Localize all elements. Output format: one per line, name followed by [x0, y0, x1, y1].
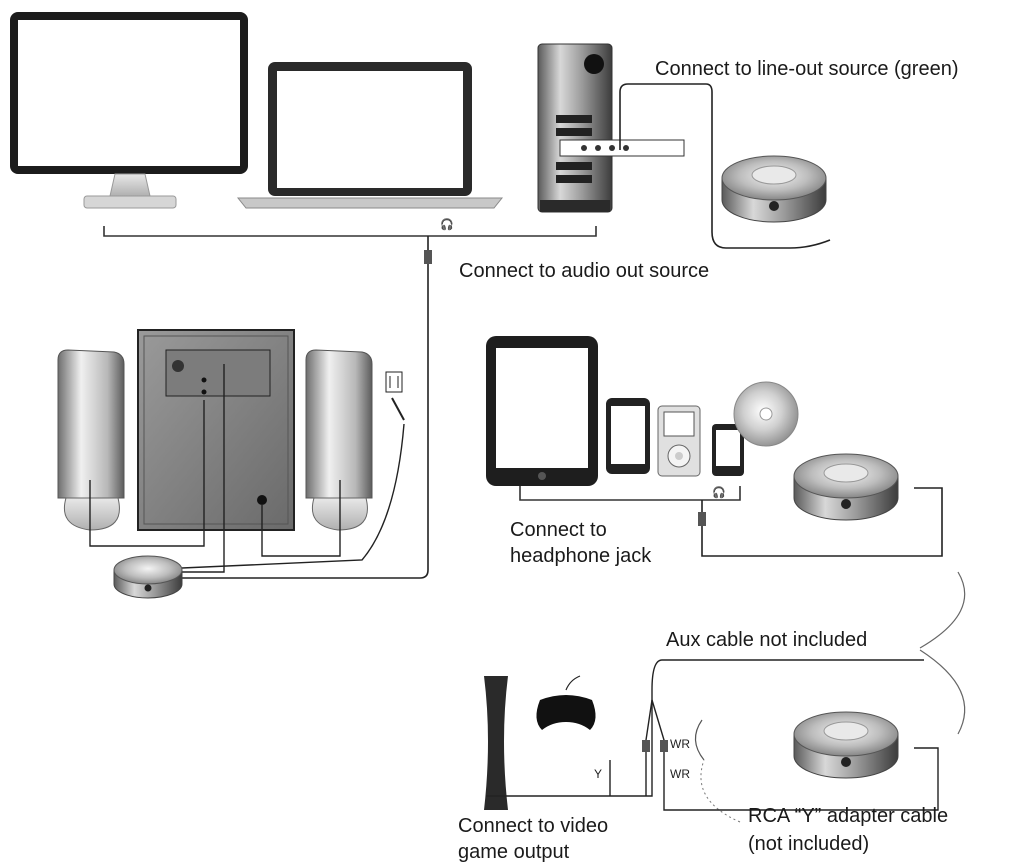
- headphone-cable: [701, 487, 943, 557]
- line-out-label: Connect to line-out source (green): [655, 58, 959, 80]
- wr-mark-bottom: WR: [670, 767, 690, 781]
- console-main-cable: [486, 659, 924, 797]
- small-phone: [712, 424, 744, 476]
- y-mark: Y: [594, 767, 603, 781]
- console-to-puck-cable: [663, 747, 939, 811]
- rca-pointer: [700, 759, 741, 823]
- rca-plugs: [385, 371, 405, 421]
- cd-disc: [733, 381, 799, 447]
- aux-cable-label: Aux cable not included: [666, 629, 868, 651]
- headphone-label-line1: Connect to: [510, 519, 607, 541]
- top-bracket: [103, 226, 597, 237]
- game-console: [484, 676, 508, 810]
- desktop-monitor: [10, 12, 248, 209]
- video-game-label-line2: game output: [458, 841, 570, 863]
- right-speaker-wire: [261, 480, 341, 557]
- smartphone: [606, 398, 650, 474]
- mobile-bracket: [519, 486, 741, 501]
- left-satellite-speaker: [57, 349, 125, 531]
- sub-wire: [182, 364, 225, 573]
- headphone-icon: 🎧: [712, 487, 726, 499]
- audio-out-label: Connect to audio out source: [459, 260, 710, 282]
- computer-tower: [537, 43, 685, 213]
- left-speaker-wire: [89, 400, 205, 547]
- wr-mark-top: WR: [670, 737, 690, 751]
- puck-speaker-left: [113, 555, 183, 599]
- rca-label-line2: (not included): [748, 833, 870, 855]
- right-satellite-speaker: [305, 349, 373, 531]
- tablet: [486, 336, 598, 486]
- puck-speaker-bottom: [793, 711, 899, 779]
- subwoofer: [137, 329, 295, 531]
- puck-speaker-top: [721, 155, 827, 223]
- headphone-label-line2: headphone jack: [510, 545, 652, 567]
- laptop: [236, 62, 504, 209]
- rca-plug-2: [660, 740, 668, 752]
- puck-speaker-middle: [793, 453, 899, 521]
- audio-out-cable: [160, 236, 429, 579]
- game-controller: [536, 695, 596, 730]
- video-game-label-line1: Connect to video: [458, 815, 609, 837]
- aux-arrow-up: [919, 571, 966, 649]
- rca-arrow: [694, 719, 705, 761]
- line-out-cable: [619, 83, 831, 249]
- jack-plug-mid: [698, 512, 706, 526]
- rca-label-line1: RCA “Y” adapter cable: [748, 805, 949, 827]
- rca-plug-1: [642, 740, 650, 752]
- jack-plug-top: [424, 250, 432, 264]
- aux-arrow-down: [919, 649, 966, 735]
- headphone-icon: 🎧: [440, 219, 454, 231]
- controller-cord: [565, 675, 581, 691]
- mp3-player: [657, 405, 701, 477]
- rca-wire: [181, 423, 405, 569]
